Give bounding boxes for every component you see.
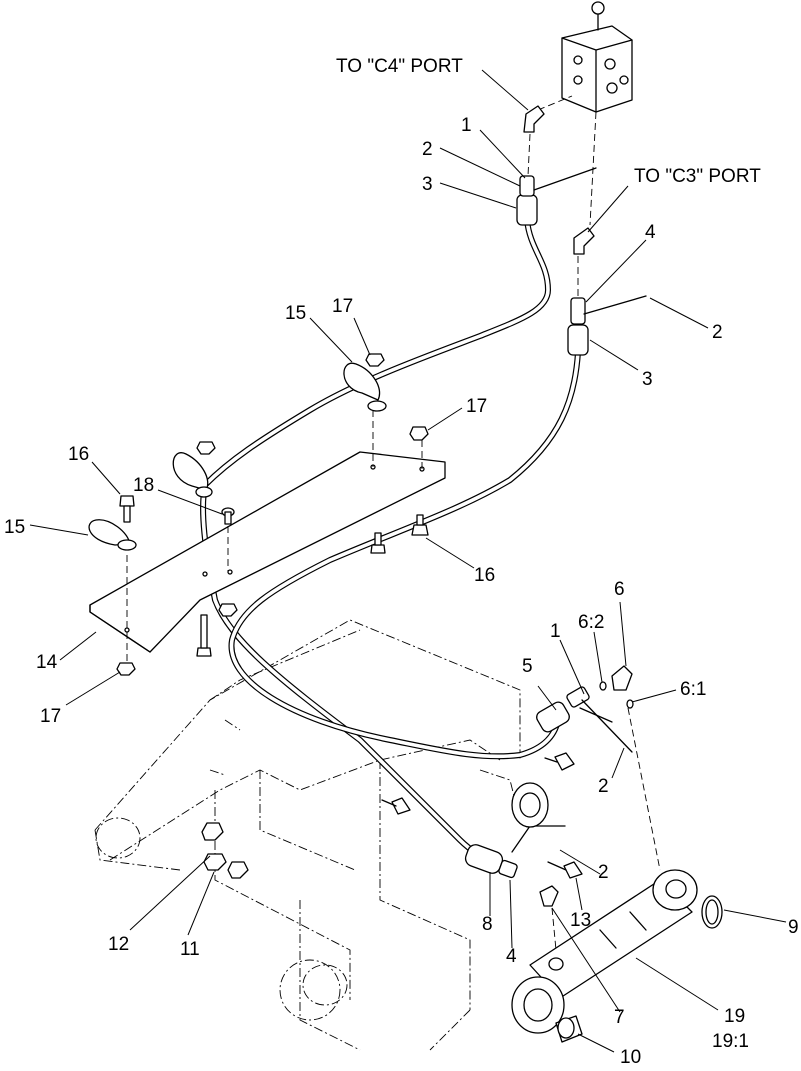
- mounting-plate: [89, 410, 446, 665]
- label-part-2-low: 2: [598, 862, 609, 883]
- label-part-17-top: 17: [332, 296, 353, 317]
- flange-nut-left: [196, 441, 216, 455]
- label-part-15-top: 15: [285, 303, 306, 324]
- label-part-13: 13: [570, 910, 591, 931]
- label-part-19-1: 19:1: [712, 1031, 749, 1052]
- control-valve: [537, 1, 633, 226]
- p-clamp-middle: [172, 452, 213, 498]
- label-part-16-right: 16: [474, 565, 495, 586]
- label-part-7: 7: [614, 1007, 625, 1028]
- c4-elbow-fitting: [523, 105, 545, 177]
- label-part-4-top: 4: [645, 222, 656, 243]
- hydraulic-cylinder: [511, 869, 698, 1034]
- bolt-under-plate-2: [196, 614, 212, 657]
- label-part-4-bottom: 4: [506, 946, 517, 967]
- label-part-17-bottom: 17: [40, 706, 61, 727]
- label-part-8: 8: [482, 914, 493, 935]
- label-part-2-right: 2: [712, 322, 723, 343]
- flange-nut-top: [365, 353, 385, 367]
- label-part-9: 9: [788, 917, 799, 938]
- label-part-2-mid: 2: [598, 776, 609, 797]
- label-part-5: 5: [522, 656, 533, 677]
- flange-nut-bottom: [116, 662, 136, 676]
- phantom-frame: [94, 619, 521, 1051]
- p-clamp-left: [88, 519, 137, 551]
- retaining-ring-9: [701, 895, 723, 929]
- label-c3-port: TO "C3" PORT: [634, 166, 761, 187]
- leader-lines: [29, 69, 787, 1053]
- frame-bolts: [381, 752, 583, 879]
- label-part-16-left: 16: [68, 444, 89, 465]
- label-part-10: 10: [620, 1047, 641, 1068]
- p-clamp-upper: [343, 362, 387, 412]
- label-part-11: 11: [180, 939, 200, 960]
- nut-under-plate: [218, 603, 238, 617]
- bolt-16-right: [411, 514, 429, 536]
- label-part-2-top: 2: [422, 139, 433, 160]
- c3-elbow-fitting: [573, 227, 595, 296]
- callout-labels: TO "C4" PORT TO "C3" PORT 1 2 3 4 2 3 15…: [4, 56, 799, 1068]
- label-part-17-mid: 17: [466, 396, 487, 417]
- label-part-3-top: 3: [422, 174, 433, 195]
- elbow-fitting-6: [599, 665, 661, 871]
- hose-end-cylinder: [464, 825, 566, 879]
- cylinder-pivot: [511, 782, 549, 828]
- hex-nuts-11-12: [201, 822, 249, 879]
- label-part-14: 14: [36, 652, 58, 673]
- label-part-6: 6: [614, 579, 625, 600]
- label-part-6-2: 6:2: [578, 612, 604, 633]
- carriage-bolt-16-left: [119, 495, 135, 523]
- label-part-1-top: 1: [461, 115, 472, 136]
- label-part-19: 19: [724, 1006, 745, 1027]
- label-part-15-left: 15: [4, 517, 25, 538]
- flange-nut-mid: [409, 426, 429, 441]
- hose-end-upper-left: [516, 167, 597, 226]
- elbow-fitting-7: [539, 885, 559, 951]
- label-part-12: 12: [108, 934, 129, 955]
- label-part-3-right: 3: [642, 369, 653, 390]
- carriage-bolt-18: [221, 507, 235, 525]
- label-c4-port: TO "C4" PORT: [336, 56, 463, 77]
- bushing-10: [555, 1015, 583, 1043]
- label-part-1-mid: 1: [550, 621, 561, 642]
- label-part-6-1: 6:1: [680, 679, 706, 700]
- bolt-under-plate-1: [370, 532, 386, 554]
- hose-end-upper-right: [567, 295, 647, 356]
- label-part-18: 18: [133, 475, 154, 496]
